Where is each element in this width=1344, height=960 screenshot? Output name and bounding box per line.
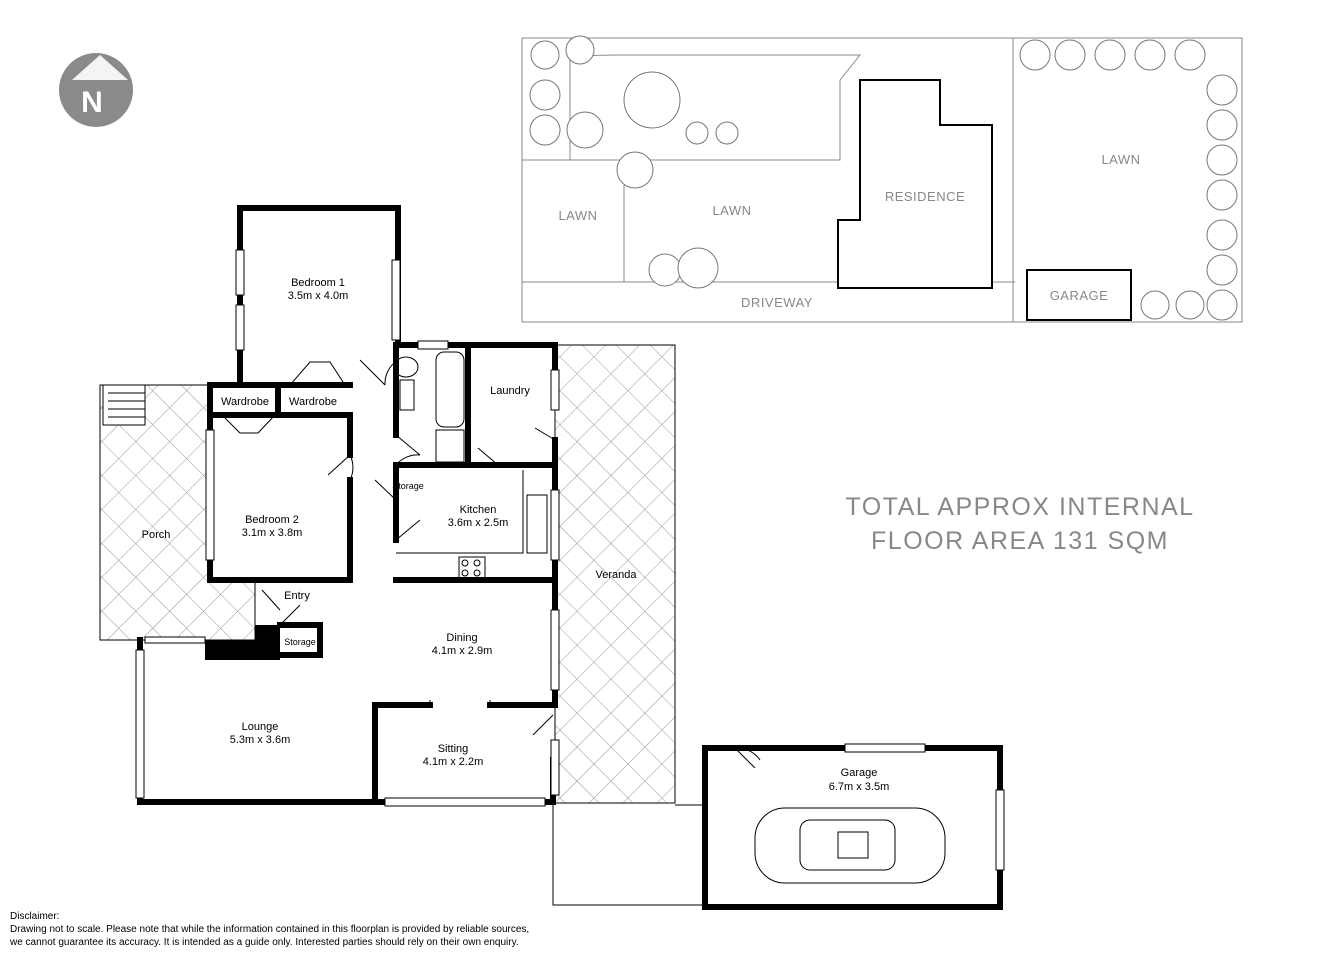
site-label: LAWN — [1101, 152, 1140, 167]
room-name: Wardrobe — [289, 396, 337, 408]
room-name: Bedroom 2 — [245, 514, 299, 526]
total-floor-area: TOTAL APPROX INTERNAL FLOOR AREA 131 SQM — [820, 490, 1220, 558]
room-size: 4.1m x 2.9m — [432, 645, 493, 657]
room-size: 4.1m x 2.2m — [423, 756, 484, 768]
disclaimer-title: Disclaimer: — [10, 911, 60, 922]
site-label: DRIVEWAY — [741, 295, 813, 310]
room-name: Porch — [142, 529, 171, 541]
disclaimer-text: Drawing not to scale. Please note that w… — [10, 924, 530, 935]
porch-stairs — [102, 384, 146, 426]
room-name: Veranda — [596, 569, 638, 581]
bathroom-fixtures — [393, 351, 465, 463]
room-name: Wardrobe — [221, 396, 269, 408]
total-area-line2: FLOOR AREA 131 SQM — [871, 527, 1169, 555]
disclaimer-text: we cannot guarantee its accuracy. It is … — [10, 937, 519, 948]
room-name: Entry — [284, 590, 310, 602]
room-size: 5.3m x 3.6m — [230, 734, 291, 746]
site-label: GARAGE — [1050, 288, 1109, 303]
room-name: Dining — [446, 632, 477, 644]
room-name: Storage — [284, 637, 316, 647]
kitchen-fixtures — [396, 470, 548, 580]
windows — [135, 249, 1005, 871]
site-plan: LAWN LAWN LAWN RESIDENCE DRIVEWAY GARAGE — [521, 35, 1243, 323]
room-name: Kitchen — [460, 504, 497, 516]
disclaimer: Disclaimer: Drawing not to scale. Please… — [10, 910, 529, 949]
north-compass-icon: N — [59, 53, 133, 127]
car-icon — [754, 807, 946, 884]
room-name: Lounge — [242, 721, 279, 733]
veranda-area — [554, 344, 676, 804]
site-label: LAWN — [712, 203, 751, 218]
room-size: 6.7m x 3.5m — [829, 781, 890, 793]
room-size: 3.1m x 3.8m — [242, 527, 303, 539]
svg-text:N: N — [81, 86, 103, 119]
site-label: LAWN — [558, 208, 597, 223]
room-name: Sitting — [438, 743, 469, 755]
room-size: 3.6m x 2.5m — [448, 517, 509, 529]
total-area-line1: TOTAL APPROX INTERNAL — [845, 493, 1195, 521]
deck-outline — [552, 804, 705, 906]
room-name: Garage — [841, 767, 878, 779]
room-name: Storage — [392, 481, 424, 491]
room-name: Bedroom 1 — [291, 277, 345, 289]
doors — [221, 359, 761, 769]
room-name: Laundry — [490, 385, 530, 397]
site-label: RESIDENCE — [885, 189, 965, 204]
room-size: 3.5m x 4.0m — [288, 290, 349, 302]
